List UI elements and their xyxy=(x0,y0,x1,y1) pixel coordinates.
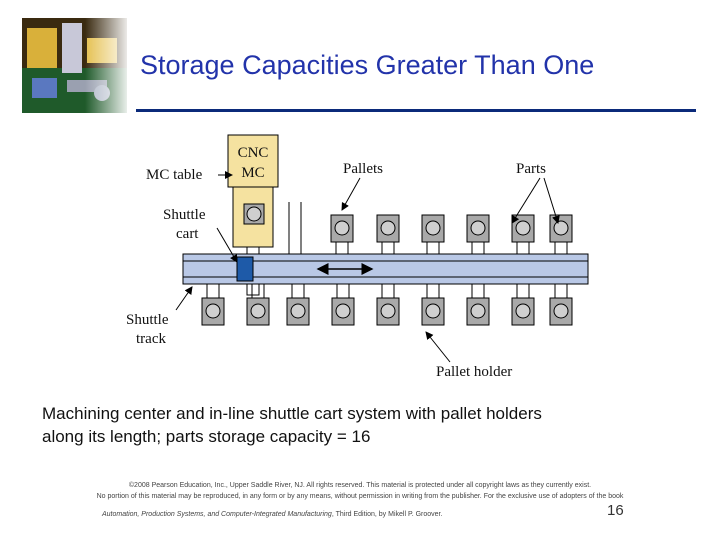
part xyxy=(515,220,531,236)
part xyxy=(553,220,569,236)
part xyxy=(425,220,441,236)
label-pallet-holder: Pallet holder xyxy=(436,364,512,380)
part xyxy=(515,303,531,319)
label-shuttle-track-line2: track xyxy=(136,331,166,347)
citation-book-title: Automation, Production Systems, and Comp… xyxy=(102,511,332,518)
part xyxy=(335,303,351,319)
page-number: 16 xyxy=(607,502,624,519)
top-pallet-row xyxy=(288,202,573,254)
leader-parts-1 xyxy=(511,177,541,224)
pallet-holder xyxy=(330,214,354,254)
pallet-holder xyxy=(511,284,535,326)
caption-line-1: Machining center and in-line shuttle car… xyxy=(42,404,542,423)
part xyxy=(250,303,266,319)
pallet-holder xyxy=(246,284,270,326)
part xyxy=(425,303,441,319)
citation-edition: , Third Edition, by Mikell P. Groover. xyxy=(331,511,443,518)
pallet-holder xyxy=(466,214,490,254)
pallet-holder xyxy=(511,214,535,254)
slide-title: Storage Capacities Greater Than One xyxy=(140,50,595,80)
part xyxy=(553,303,569,319)
pallet-holder xyxy=(201,284,225,326)
pallet-holder xyxy=(421,284,445,326)
pallet-holder xyxy=(376,284,400,326)
cnc-label-line1: CNC xyxy=(238,145,269,161)
pallet-holder xyxy=(549,284,573,326)
pallet-holder xyxy=(549,214,573,254)
pallet-holder xyxy=(466,284,490,326)
copyright-line-2: No portion of this material may be repro… xyxy=(96,493,624,500)
label-parts: Parts xyxy=(516,161,546,177)
part xyxy=(470,220,486,236)
label-pallets: Pallets xyxy=(343,161,383,177)
leader-pallet-holder xyxy=(425,331,451,363)
label-shuttle-cart-line2: cart xyxy=(176,226,199,242)
copyright-notice: ©2008 Pearson Education, Inc., Upper Sad… xyxy=(40,480,680,502)
bottom-pallet-row xyxy=(201,284,573,326)
copyright-line-1: ©2008 Pearson Education, Inc., Upper Sad… xyxy=(128,482,592,489)
caption-line-2: along its length; parts storage capacity… xyxy=(42,427,371,446)
part xyxy=(205,303,221,319)
title-divider xyxy=(136,109,696,112)
leader-parts-2 xyxy=(543,177,560,224)
part xyxy=(380,220,396,236)
part xyxy=(380,303,396,319)
leader-pallets xyxy=(341,177,361,211)
part xyxy=(334,220,350,236)
mc-table-part xyxy=(246,206,262,222)
pallet-holder xyxy=(421,214,445,254)
part xyxy=(290,303,306,319)
label-shuttle-track-line1: Shuttle xyxy=(126,312,169,328)
leader-shuttle-track xyxy=(175,286,193,311)
slide-logo-image xyxy=(22,18,127,113)
part xyxy=(470,303,486,319)
cnc-label-line2: MC xyxy=(241,165,264,181)
pallet-holder xyxy=(376,214,400,254)
label-mc-table: MC table xyxy=(146,167,203,183)
label-shuttle-cart-line1: Shuttle xyxy=(163,207,206,223)
slide-caption: Machining center and in-line shuttle car… xyxy=(42,402,682,448)
pallet-holder xyxy=(286,284,310,326)
leader-shuttle-cart xyxy=(216,227,238,263)
book-citation: Automation, Production Systems, and Comp… xyxy=(102,511,442,518)
pallet-holder xyxy=(331,284,355,326)
shuttle-cart-diagram: CNC MC MC table Pallets Parts Shuttle ca… xyxy=(126,134,589,380)
shuttle-cart xyxy=(236,256,254,282)
